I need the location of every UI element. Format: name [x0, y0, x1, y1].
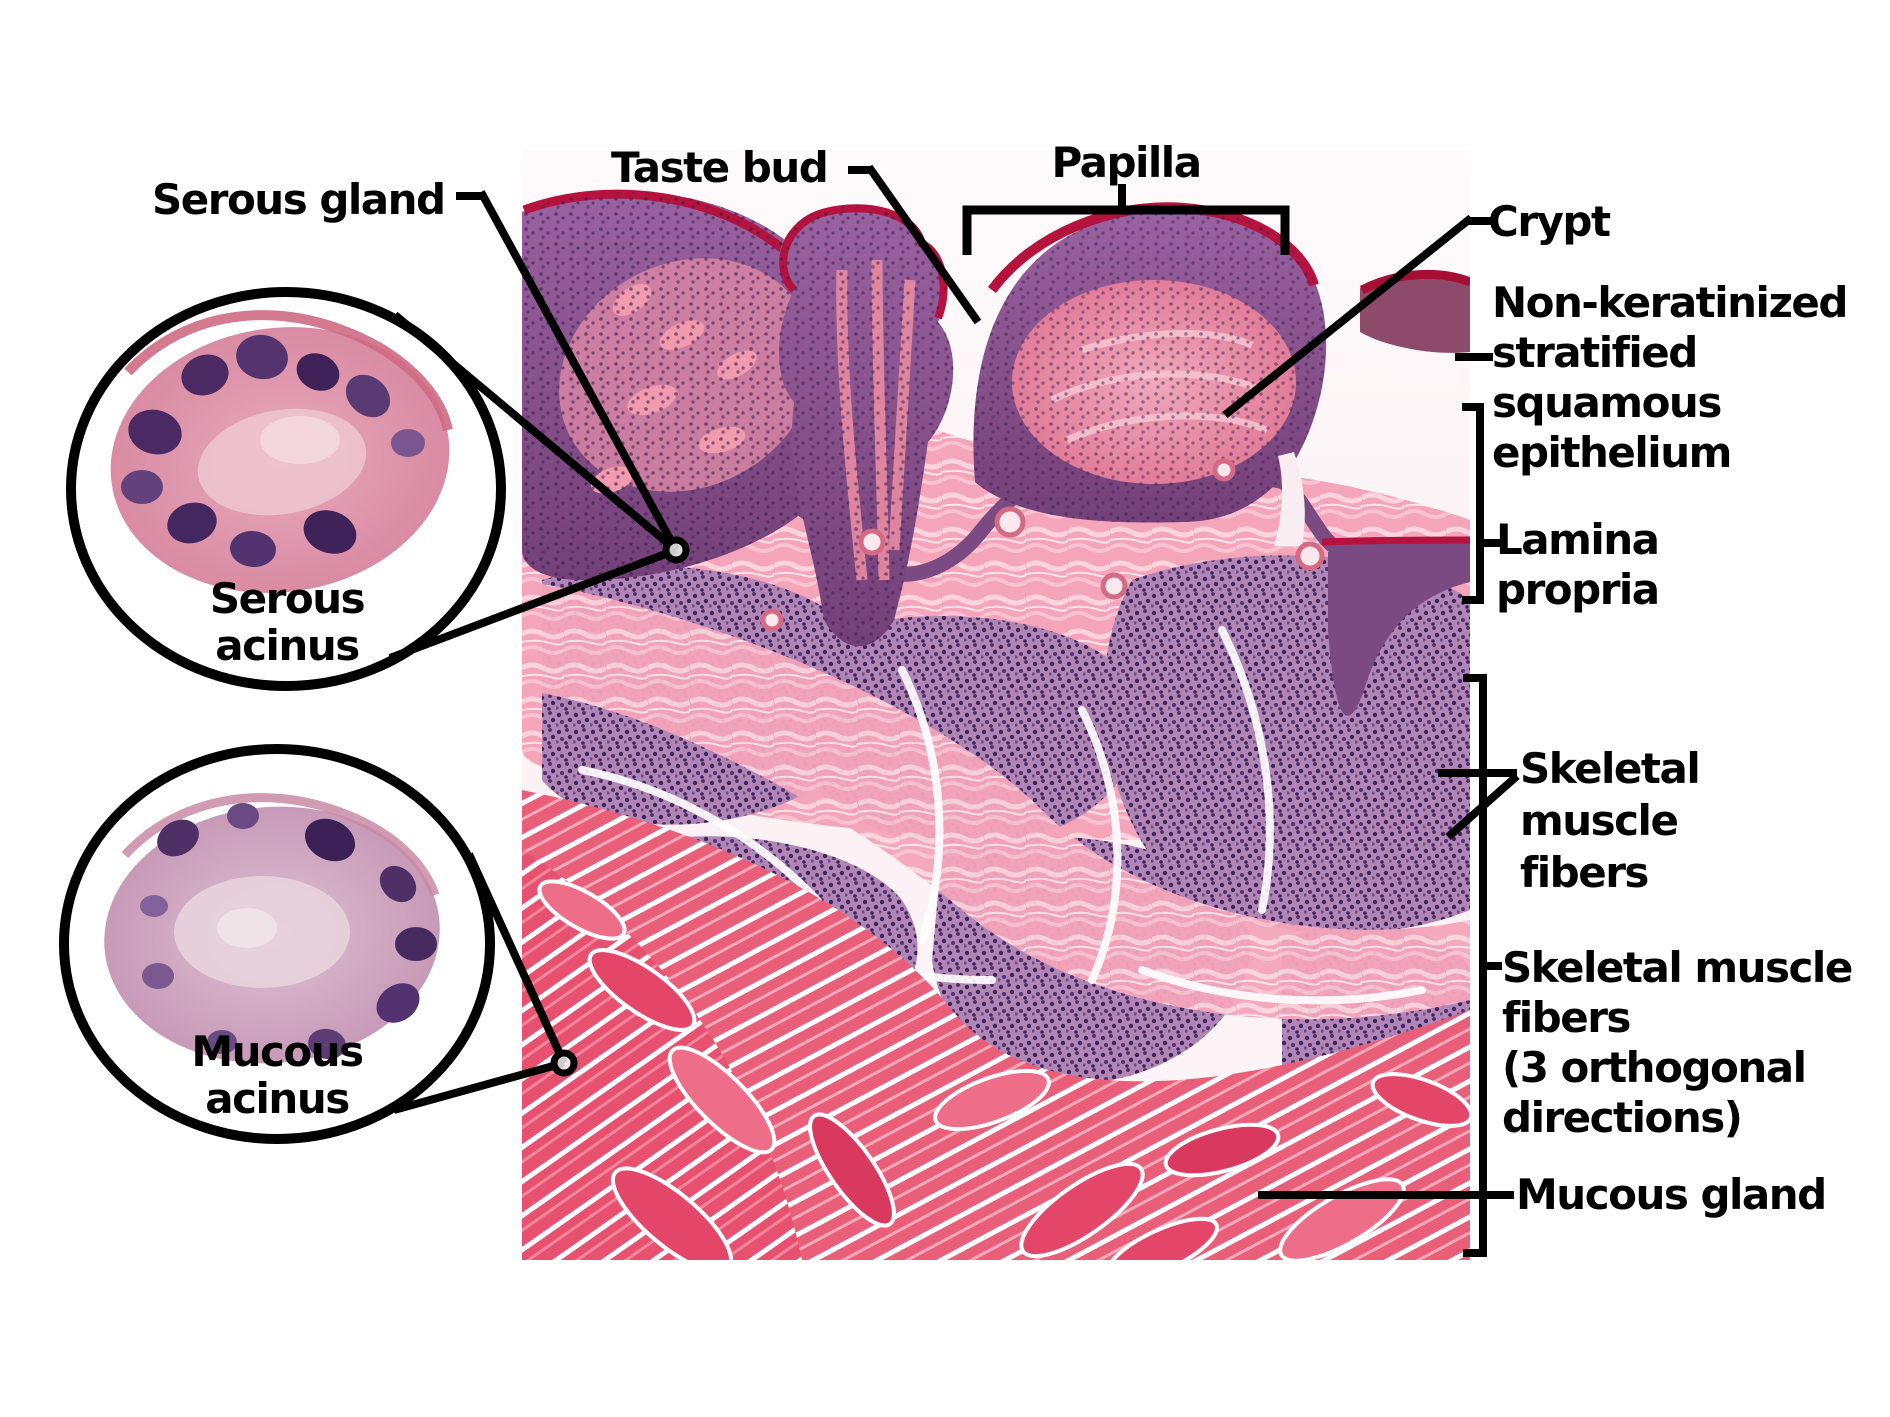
epithelium-label: Non-keratinized stratified squamous epit…: [1492, 278, 1848, 477]
mucous-inset-circle: [59, 744, 495, 1144]
right-epithelium-wedge: [1328, 552, 1470, 716]
skeletal-muscle-lower-label: Skeletal muscle fibers (3 orthogonal dir…: [1502, 943, 1853, 1142]
histology-photo: [522, 150, 1470, 1260]
serous-gland-label: Serous gland: [152, 175, 446, 224]
mucous-nuclei: [140, 803, 437, 1060]
tastebud-flap: [522, 189, 865, 581]
crypt-label: Crypt: [1488, 197, 1611, 246]
mucous-region-marker: [550, 1049, 578, 1077]
serous-nuclei: [121, 334, 425, 568]
taste-bud-label: Taste bud: [611, 143, 829, 192]
serous-acinus-inset: [66, 287, 506, 691]
serous-tangent-upper: [392, 311, 679, 554]
mucous-gland-label: Mucous gland: [1516, 1170, 1827, 1219]
right-mound: [1359, 270, 1470, 353]
middle-papilla: [778, 204, 954, 647]
muscle-bundles: [537, 879, 1470, 1260]
fibrous-band: [522, 580, 1470, 1020]
serous-region-marker: [662, 536, 690, 564]
taste-bud-leader: [865, 164, 982, 325]
crypt-cleft: [1274, 452, 1305, 546]
papilla-bracket: [962, 205, 1290, 255]
serous-gland-leader: [477, 190, 680, 552]
serous-inset-circle: [66, 287, 506, 691]
crypt-leader: [1222, 214, 1474, 419]
mucous-acinus-inset: [59, 744, 495, 1144]
mucous-tangent-upper: [465, 852, 568, 1065]
papilla-label: Papilla: [1051, 138, 1202, 187]
mucous-acinus-label: Mucous acinus: [191, 1027, 364, 1123]
lamina-bracket: [1462, 403, 1484, 604]
mucous-tangent-lower: [392, 1059, 566, 1114]
muscle-bracket: [1463, 674, 1487, 1257]
lamina-propria-label: Lamina propria: [1496, 515, 1660, 614]
serous-acinus-label: Serous acinus: [209, 574, 366, 670]
ducts: [760, 458, 1325, 632]
skeletal-muscle-upper-label: Skeletal muscle fibers: [1520, 744, 1701, 897]
large-papilla: [973, 202, 1327, 546]
keratin-crest-right: [1321, 536, 1470, 546]
serous-tangent-lower: [388, 546, 678, 662]
